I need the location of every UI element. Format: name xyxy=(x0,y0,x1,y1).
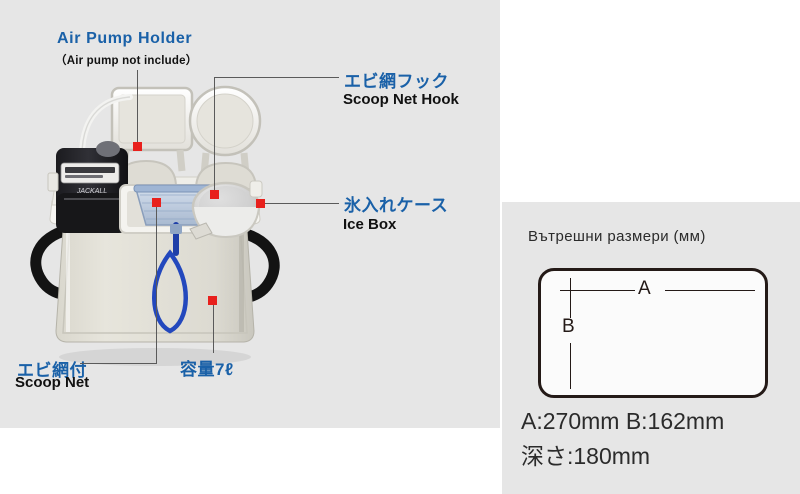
label-air-pump-holder-subtitle: （Air pump not include） xyxy=(55,55,198,67)
dimension-b-line-top xyxy=(570,278,571,318)
dimensions-title: Вътрешни размери (мм) xyxy=(528,228,706,245)
label-air-pump-holder-title: Air Pump Holder xyxy=(57,30,193,47)
marker-ice-box xyxy=(256,199,265,208)
marker-capacity xyxy=(208,296,217,305)
label-ice-box-en: Ice Box xyxy=(343,216,397,233)
dimensions-text-line2: 深さ:180mm xyxy=(521,443,651,469)
label-scoop-net-en: Scoop Net xyxy=(15,374,90,391)
label-scoop-net-hook-jp: エビ網フック xyxy=(344,72,449,91)
dimension-b-line-bottom xyxy=(570,343,571,389)
dimension-b-label: B xyxy=(562,316,575,337)
svg-text:JACKALL: JACKALL xyxy=(76,188,107,195)
leader-line-scoop-net-v xyxy=(156,207,157,364)
leader-line-capacity xyxy=(213,305,214,353)
marker-scoop-net-hook xyxy=(210,190,219,199)
leader-line-scoop-net-hook-v xyxy=(214,77,215,193)
leader-line-air-pump-holder xyxy=(137,70,138,146)
label-ice-box-jp: 氷入れケース xyxy=(344,196,449,215)
label-scoop-net-jp: エビ網付 xyxy=(17,361,87,380)
dimension-a-line-right xyxy=(665,290,755,291)
leader-line-ice-box xyxy=(264,203,339,204)
dimension-a-line-left xyxy=(560,290,635,291)
marker-scoop-net xyxy=(152,198,161,207)
marker-air-pump-holder xyxy=(133,142,142,151)
label-scoop-net-hook-en: Scoop Net Hook xyxy=(343,91,459,108)
leader-line-scoop-net-hook-h xyxy=(214,77,339,78)
dimensions-text-line1: A:270mm B:162mm xyxy=(521,408,725,434)
left-info-panel: JACKALL Air Pump Holder （Air pump not xyxy=(0,0,500,428)
product-photo: JACKALL xyxy=(20,85,290,375)
dimension-a-label: A xyxy=(638,278,651,299)
label-capacity: 容量7ℓ xyxy=(180,360,234,379)
dimensions-diagram-box xyxy=(538,268,768,398)
leader-line-scoop-net-h xyxy=(80,363,156,364)
